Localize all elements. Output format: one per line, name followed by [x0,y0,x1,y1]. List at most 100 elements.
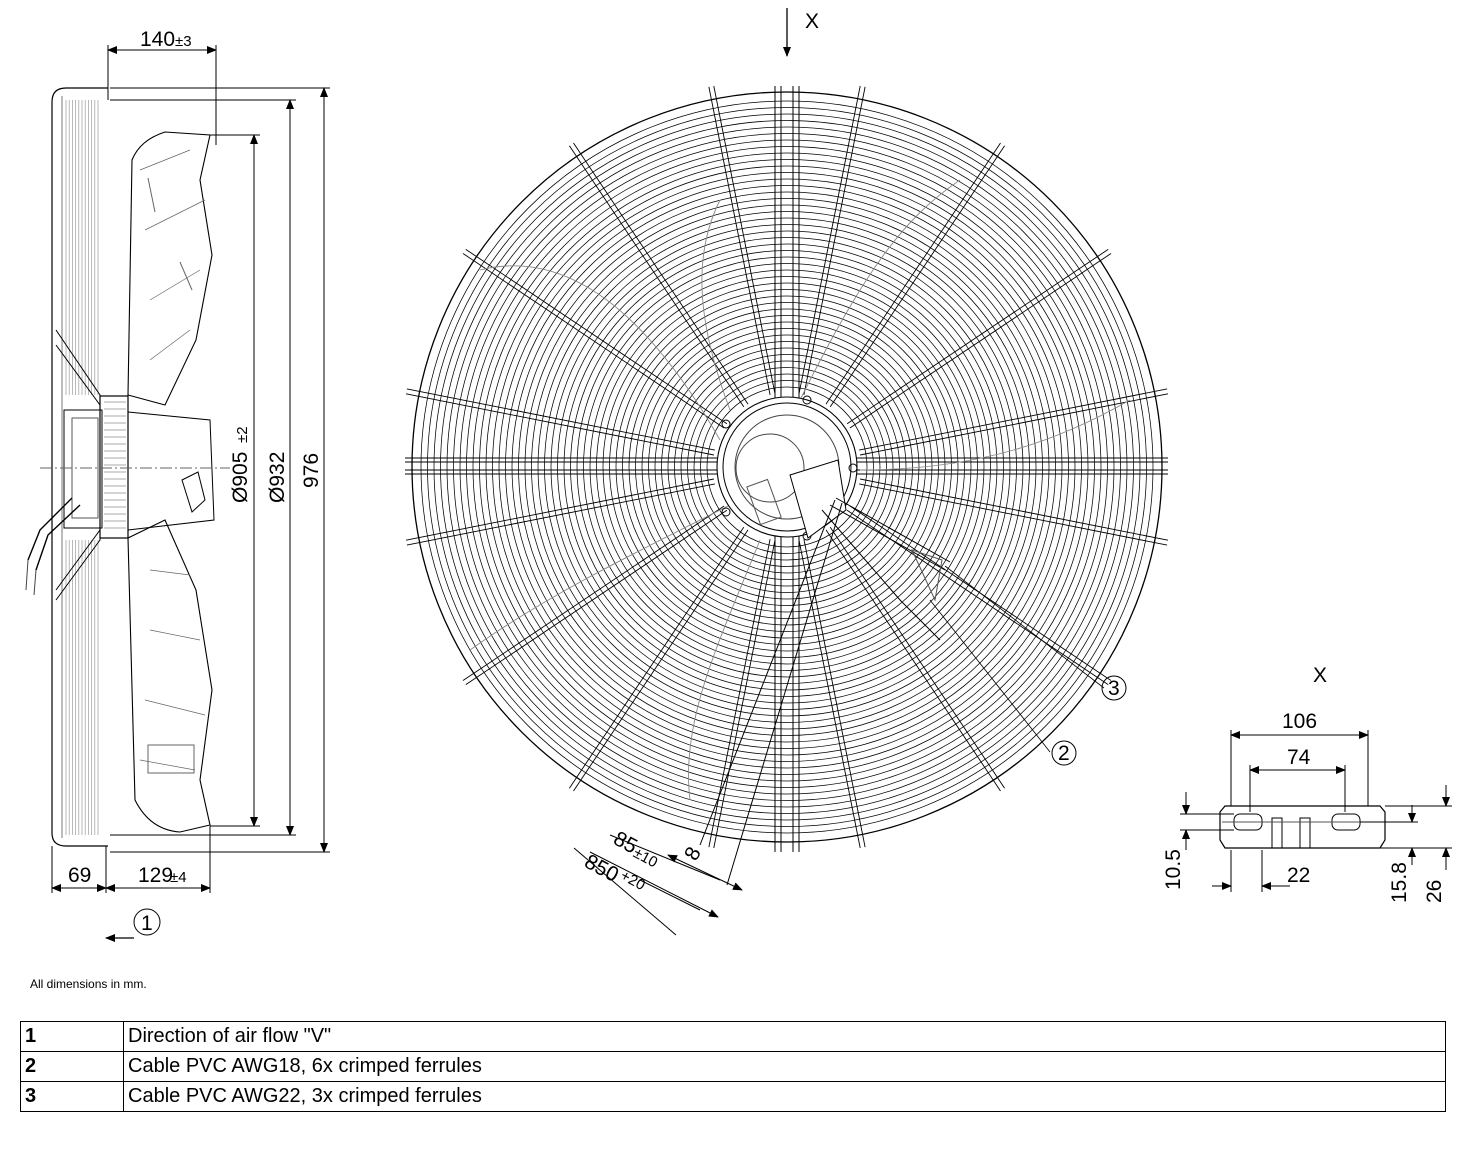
guard-ring [524,204,1050,730]
guard-ring [700,380,874,554]
dim-129-tol: ±4 [170,869,187,886]
guard-ring [492,172,1082,762]
guard-spoke [573,142,749,405]
guard-spoke [860,478,1169,541]
hub-bolt [848,463,858,473]
dim-140: 140 [140,28,175,51]
guard-spoke [573,529,749,792]
dim-932: Ø932 [266,452,289,503]
guard-ring [537,217,1037,717]
detail-x-view [1180,730,1452,892]
guard-ring [466,146,1108,788]
guard-ring [563,243,1011,691]
view-x-label: X [805,10,819,33]
legend-row: 2 Cable PVC AWG18, 6x crimped ferrules [20,1051,1446,1082]
dim-850: 850 [581,850,623,887]
units-note: All dimensions in mm. [30,977,147,991]
legend-text: Cable PVC AWG22, 3x crimped ferrules [123,1081,1446,1112]
dim-905: Ø905 [229,452,252,503]
side-view-dimensions [51,45,330,942]
dim-26: 26 [1423,880,1446,903]
guard-ring [531,211,1043,723]
guard-spoke [825,142,1001,405]
guard-ring [661,341,913,593]
guard-spoke [465,509,728,685]
guard-spoke [569,526,745,789]
guard-ring [570,250,1004,684]
guard-ring [544,224,1030,710]
detail-x-labels: X 106 74 22 10.5 15.8 26 [1162,664,1446,903]
dim-905-tol: ±2 [234,426,251,443]
guard-ring [440,120,1134,814]
side-view [25,87,230,847]
front-view [405,8,1169,936]
guard-ring [609,289,965,645]
guard-ring [596,276,978,658]
guard-spoke [462,505,725,681]
guard-spoke [406,483,715,546]
legend-row: 1 Direction of air flow "V" [20,1021,1446,1052]
guard-spoke [825,529,1001,792]
guard-ring [674,354,900,580]
guard-ring [459,139,1115,795]
guard-spoke [405,393,714,456]
guard-ring [641,321,933,613]
dim-69: 69 [68,864,91,887]
guard-ring [635,315,939,619]
guard-ring [622,302,952,632]
callout-1: 1 [141,912,153,935]
guard-ring [576,256,998,678]
guard-spoke [829,526,1005,789]
side-view-labels: 140 ±3 Ø905 ±2 Ø932 976 69 129 ±4 1 [68,28,323,935]
hub-bolt [802,395,812,405]
guard-ring [687,367,887,567]
guard-spoke [803,539,866,848]
guard-ring [446,126,1128,808]
guard-spoke [829,145,1005,408]
guard-ring [498,178,1076,756]
guard-ring [479,159,1095,775]
guard-ring [433,113,1141,821]
guard-ring [589,269,985,665]
guard-ring [420,100,1154,834]
dim-8: 8 [680,843,706,864]
guard-ring [667,347,907,587]
guard-spoke [713,540,776,849]
dim-15-8: 15.8 [1388,862,1411,903]
callout-2: 2 [1058,742,1070,765]
detail-x-label: X [1313,664,1327,687]
guard-ring [680,360,894,574]
guard-ring [511,191,1063,743]
guard-spoke [405,478,714,541]
dim-106: 106 [1282,710,1317,733]
legend-text: Cable PVC AWG18, 6x crimped ferrules [123,1051,1446,1082]
guard-spoke [798,540,861,849]
guard-spoke [860,393,1169,456]
legend-num: 2 [20,1051,124,1082]
guard-spoke [713,85,776,394]
callout-3: 3 [1108,677,1120,700]
guard-spoke [859,483,1168,546]
guard-spoke [849,253,1112,429]
dim-140-tol: ±3 [175,33,192,50]
guard-spoke [462,253,725,429]
guard-ring [453,133,1121,801]
guard-ring [472,152,1102,782]
guard-ring [583,263,991,671]
guard-ring [518,198,1056,736]
guard-ring [550,230,1024,704]
guard-spoke [803,86,866,395]
legend-row: 3 Cable PVC AWG22, 3x crimped ferrules [20,1081,1446,1112]
guard-spoke [465,249,728,425]
legend-table: 1 Direction of air flow "V" 2 Cable PVC … [20,1021,1446,1112]
guard-ring [485,165,1089,769]
legend-text: Direction of air flow "V" [123,1021,1446,1052]
hub-bolt [721,507,731,517]
dim-74: 74 [1287,746,1311,769]
guard-ring [427,107,1147,827]
hub-bolt [721,419,731,429]
guard-ring [706,386,868,548]
dim-129: 129 [138,864,173,887]
guard-outer-ring [411,91,1163,843]
guard-ring [628,308,946,626]
